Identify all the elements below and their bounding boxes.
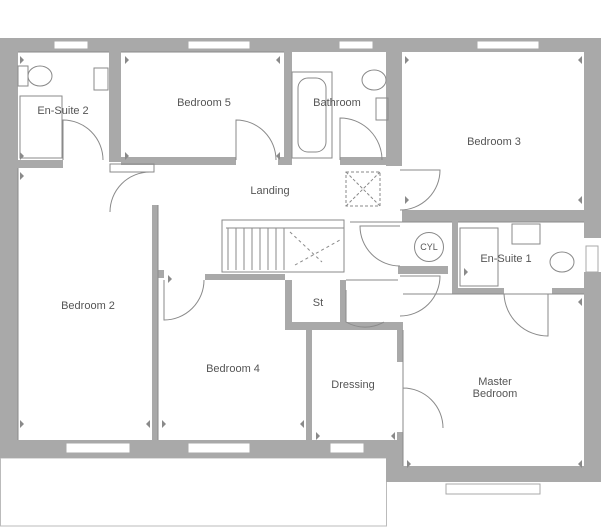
internal-walls xyxy=(18,52,584,446)
room-label-ensuite2: En-Suite 2 xyxy=(37,105,89,117)
lower-floor-outline xyxy=(0,457,387,527)
windows xyxy=(53,40,599,495)
room-label-master-line1: Master xyxy=(478,376,512,388)
room-label-landing: Landing xyxy=(250,185,290,197)
outer-walls xyxy=(0,38,601,482)
room-label-ensuite1: En-Suite 1 xyxy=(480,253,532,265)
room-label-bedroom5: Bedroom 5 xyxy=(177,97,231,109)
loft-hatch xyxy=(345,171,381,207)
room-label-master-line2: Bedroom xyxy=(472,388,518,400)
room-label-bathroom: Bathroom xyxy=(313,97,361,109)
hot-water-cylinder: CYL xyxy=(414,232,444,262)
doors xyxy=(62,117,549,430)
wall-ticks xyxy=(20,56,582,468)
room-label-bedroom4: Bedroom 4 xyxy=(206,363,260,375)
room-label-bedroom3: Bedroom 3 xyxy=(467,136,521,148)
fixtures xyxy=(17,65,575,287)
room-label-dressing: Dressing xyxy=(331,379,375,391)
stairs xyxy=(221,219,345,273)
room-label-store: St xyxy=(312,297,324,309)
cylinder-label: CYL xyxy=(420,242,438,252)
room-label-bedroom2: Bedroom 2 xyxy=(61,300,115,312)
